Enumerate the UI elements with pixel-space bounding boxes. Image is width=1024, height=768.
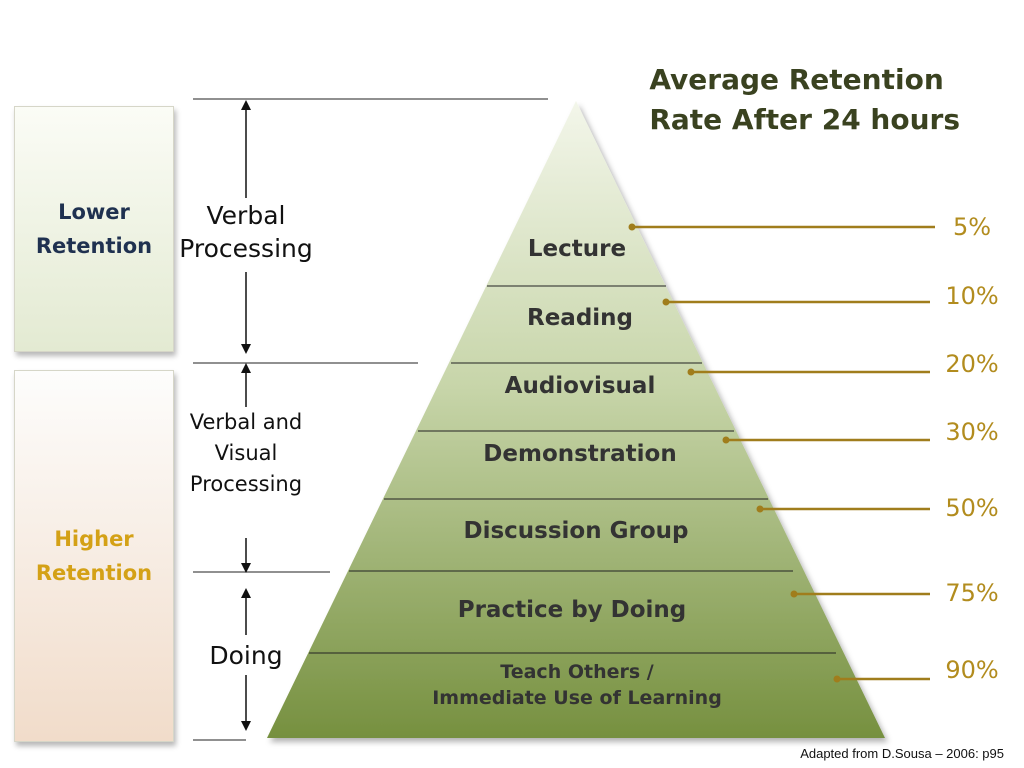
bracket-lines <box>193 98 548 741</box>
leader-lines <box>628 223 935 683</box>
leader-dot <box>722 436 730 444</box>
higher-retention-box: Higher Retention <box>14 370 174 742</box>
doing-label: Doing <box>209 641 283 670</box>
source-credit: Adapted from D.Sousa – 2006: p95 <box>800 746 1004 761</box>
percent-discussion-group: 50% <box>945 494 999 522</box>
tier-label-demonstration: Demonstration <box>483 441 677 467</box>
percent-lecture: 5% <box>952 213 992 241</box>
leader-dot <box>756 505 764 513</box>
percent-practice-by-doing: 75% <box>945 579 999 607</box>
tier-label-lecture: Lecture <box>527 236 627 262</box>
leader-dot <box>790 590 798 598</box>
higher-retention-label: Higher Retention <box>35 527 153 585</box>
tier-label-teach-others: Teach Others / Immediate Use of Learning <box>432 661 722 709</box>
chart-title: Average Retention Rate After 24 hours <box>649 63 960 136</box>
verbal-visual-processing-label: Verbal and Visual Processing <box>189 410 303 496</box>
tier-dividers <box>309 285 836 654</box>
tier-label-practice-by-doing: Practice by Doing <box>457 597 687 623</box>
lower-retention-label: Lower Retention <box>35 200 153 258</box>
tier-label-discussion-group: Discussion Group <box>463 518 689 544</box>
percent-demonstration: 30% <box>945 418 999 446</box>
lower-retention-box: Lower Retention <box>14 106 174 352</box>
pyramid-shape <box>267 101 885 738</box>
leader-dot <box>687 368 695 376</box>
leader-dot <box>833 675 841 683</box>
leader-dot <box>628 223 636 231</box>
tier-label-reading: Reading <box>526 305 633 331</box>
percent-reading: 10% <box>945 282 999 310</box>
leader-dot <box>662 298 670 306</box>
percent-audiovisual: 20% <box>945 350 999 378</box>
tier-label-audiovisual: Audiovisual <box>504 373 656 399</box>
percent-teach-others: 90% <box>945 656 999 684</box>
verbal-processing-label: Verbal Processing <box>179 201 313 263</box>
